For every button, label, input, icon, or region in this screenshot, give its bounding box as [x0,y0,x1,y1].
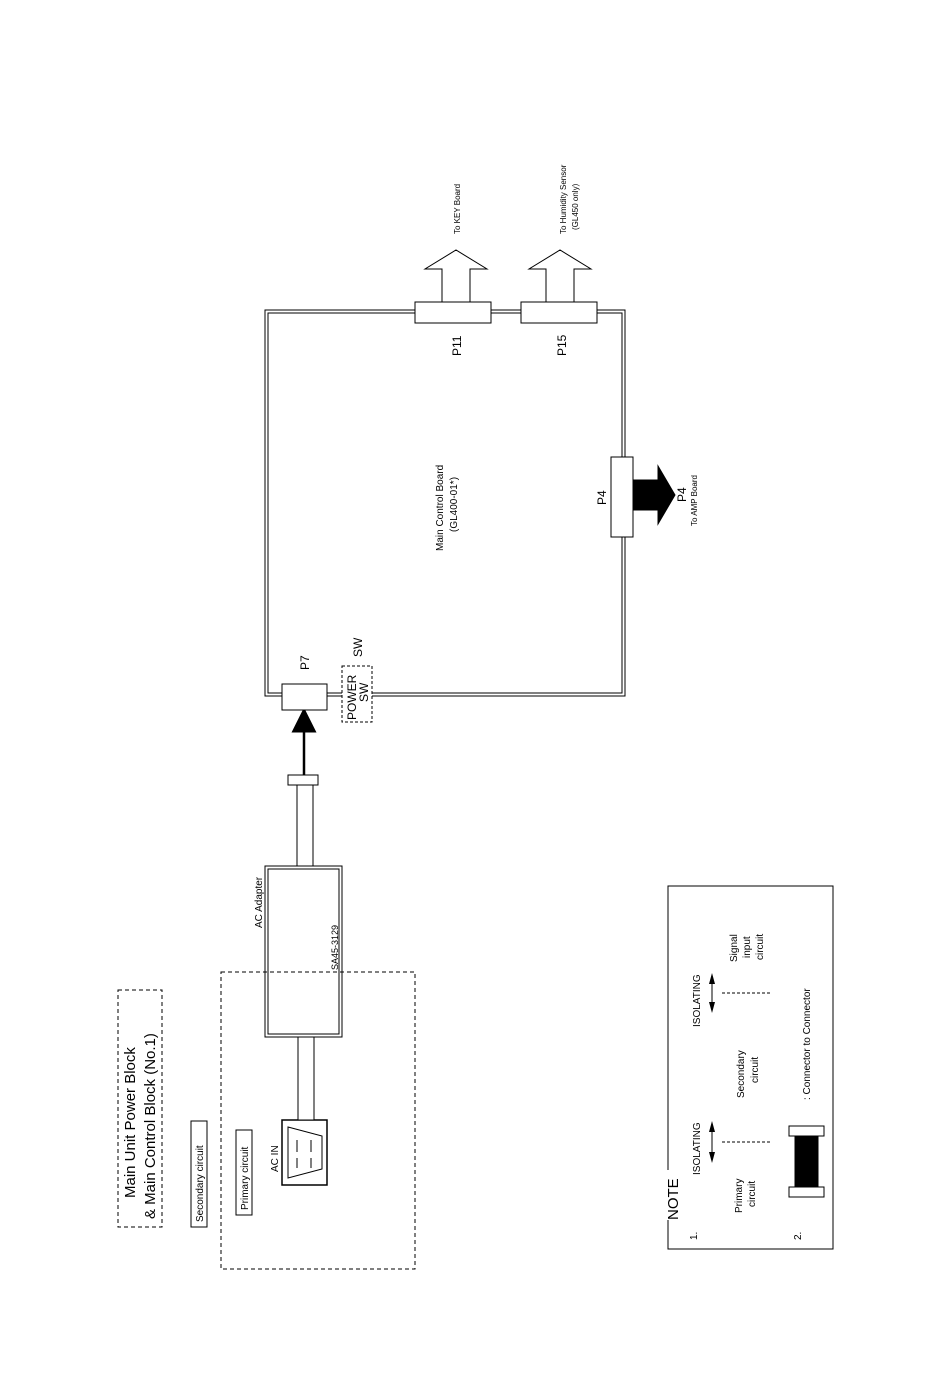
note-item2-number: 2. [793,1232,804,1240]
arrow-to-amp-board [632,464,676,526]
note-primary-circuit-line1: Primary [734,1179,745,1213]
ac-in-label: AC IN [270,1145,281,1172]
primary-circuit-label: Primary circuit [240,1146,251,1210]
note-title: NOTE [665,1178,682,1220]
connector-p15-label: P15 [555,334,569,356]
note-connector-legend: : Connector to Connector [802,988,813,1100]
secondary-circuit-label-box [190,1120,208,1228]
title-line2: & Main Control Block (No.1) [142,1033,159,1219]
note-connector-symbol-cap-top [788,1125,825,1137]
note-signal-input-line2: input [742,936,753,958]
ac-adapter-inner [267,868,340,1035]
note-box [667,885,834,1250]
primary-circuit-label-box [235,1129,253,1216]
note-primary-circuit-line2: circuit [747,1181,758,1207]
connector-p7 [281,683,328,711]
note-signal-input-line3: circuit [755,934,766,960]
connector-p11-label: P11 [450,335,464,356]
note-connector-symbol-cap-bottom [788,1186,825,1198]
ac-adapter-model: SA45-3129 [330,925,340,970]
main-board-label-line2: (GL400-01*) [449,477,460,532]
dc-cable [296,784,314,867]
main-board-label-line1: Main Control Board [435,465,446,551]
power-switch-label-line2: SW [357,682,371,702]
note-item1-number: 1. [689,1232,700,1240]
connector-p4-label: P4 [595,490,609,505]
power-switch-label-line1: POWER [345,674,359,720]
dc-plug [287,774,319,786]
humidity-destination-line2: (GL450 only) [571,183,580,230]
humidity-destination-line1: To Humidity Sensor [559,164,568,234]
ac-in-socket-face [287,1126,323,1179]
title-line1: Main Unit Power Block [122,1047,139,1198]
ac-in-cable [297,1036,315,1121]
secondary-circuit-label: Secondary circuit [195,1145,206,1222]
note-connector-symbol-body [794,1135,819,1188]
arrow-to-key-board [423,249,489,303]
title-box [117,989,163,1228]
note-isolating-2: ISOLATING [692,974,703,1027]
arrow-to-humidity-sensor [527,249,593,303]
amp-board-destination: To AMP Board [690,475,699,526]
note-secondary-circuit-line2: circuit [750,1057,761,1083]
connector-p7-label: P7 [298,655,312,670]
primary-circuit-region [220,971,416,1270]
power-switch-side-label: SW [351,637,365,657]
ac-in-socket [281,1119,328,1186]
ac-adapter-label: AC Adapter [254,876,265,928]
connector-p4 [610,456,634,538]
note-isolating-1: ISOLATING [692,1122,703,1175]
key-board-destination: To KEY Board [453,184,462,234]
note-signal-input-line1: Signal [729,934,740,962]
note-secondary-circuit-line1: Secondary [736,1050,747,1098]
connector-p11 [414,301,492,324]
power-switch-box [341,665,373,723]
connector-p15 [520,301,598,324]
amp-board-destination-connector: P4 [675,487,689,502]
